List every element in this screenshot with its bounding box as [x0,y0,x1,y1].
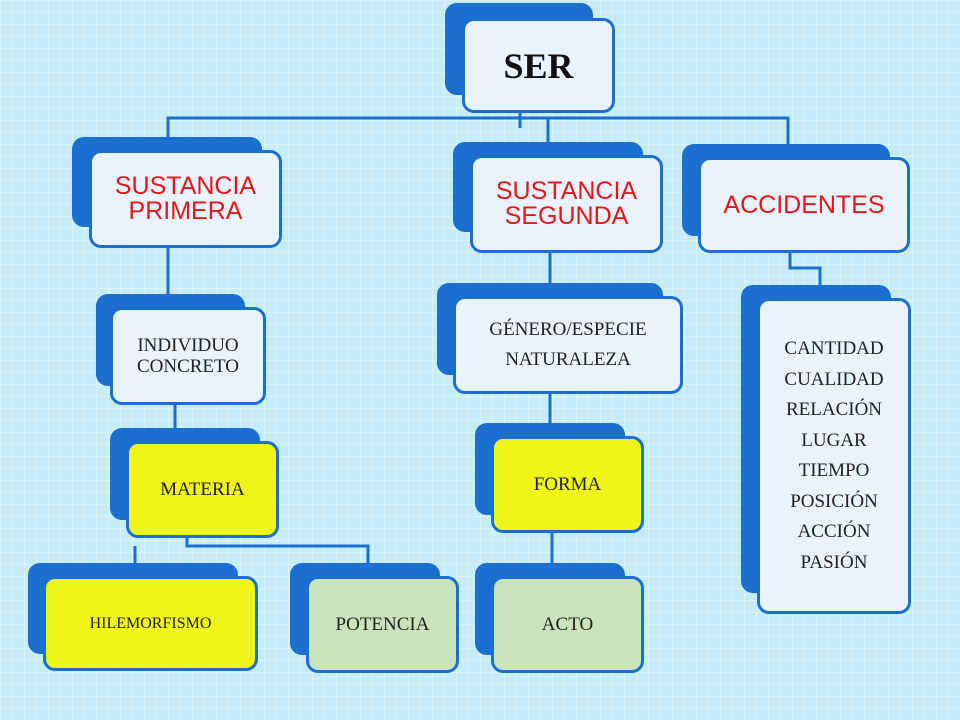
accidentes-node: ACCIDENTES [682,144,910,253]
hilemorfismo-label: HILEMORFISMO [89,615,212,632]
potencia-label: POTENCIA [335,614,430,635]
sustancia-primera-node: SUSTANCIA PRIMERA [72,137,282,248]
list-item: CANTIDAD [784,338,884,359]
accidentes-list: CANTIDAD CUALIDAD RELACIÓN LUGAR TIEMPO … [757,298,911,614]
forma-node: FORMA [475,423,644,533]
ser-node: SER [445,3,615,113]
list-item: TIEMPO [798,460,870,481]
list-item: RELACIÓN [785,399,883,420]
list-item: ACCIÓN [797,521,871,542]
naturaleza-label: NATURALEZA [505,349,631,370]
individuo-concreto-node: INDIVIDUO CONCRETO [96,294,266,405]
individuo-concreto-label: INDIVIDUO CONCRETO [136,335,240,377]
list-item: CUALIDAD [784,368,884,390]
acto-label: ACTO [541,614,594,635]
ser-label: SER [503,45,574,86]
accidentes-list-node: CANTIDAD CUALIDAD RELACIÓN LUGAR TIEMPO … [741,285,911,614]
materia-node: MATERIA [110,428,279,538]
materia-label: MATERIA [160,479,245,500]
genero-especie-node: GÉNERO/ESPECIE NATURALEZA [437,283,683,394]
potencia-node: POTENCIA [290,563,459,673]
list-item: LUGAR [801,429,867,451]
accidentes-label: ACCIDENTES [723,190,885,219]
list-item: PASIÓN [800,551,868,573]
sustancia-primera-label: SUSTANCIA PRIMERA [114,172,257,225]
sustancia-segunda-node: SUSTANCIA SEGUNDA [453,142,663,253]
acto-node: ACTO [475,563,644,673]
hilemorfismo-node: HILEMORFISMO [28,563,258,671]
genero-especie-label: GÉNERO/ESPECIE [489,319,647,340]
forma-label: FORMA [533,474,602,495]
list-item: POSICIÓN [790,490,878,512]
sustancia-segunda-label: SUSTANCIA SEGUNDA [495,177,638,230]
